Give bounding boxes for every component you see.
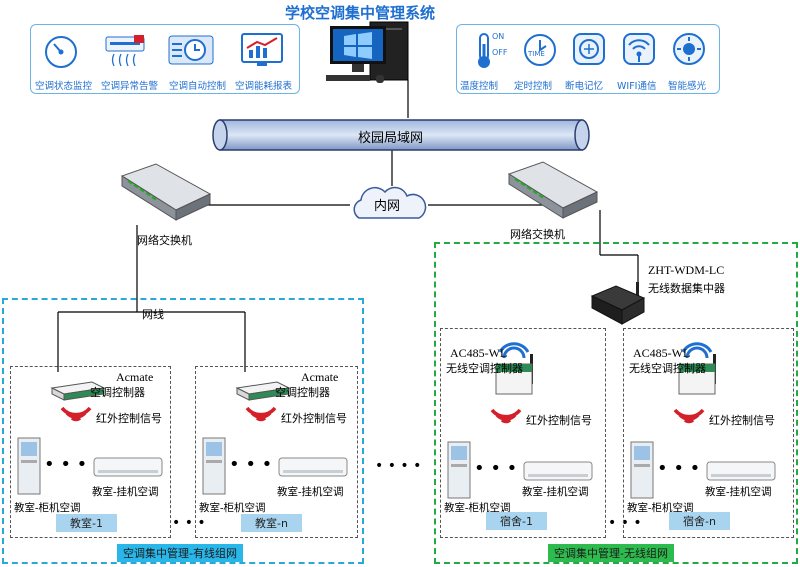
wired-room-1-controller-icon (50, 380, 106, 404)
wired-group-border (2, 298, 364, 564)
switch-left-label: 网络交换机 (137, 235, 192, 247)
left-feature-panel (30, 24, 300, 94)
feature-label-alarm: 空调异常告警 (101, 81, 159, 92)
wired-room-2-floor-ac-icon (201, 436, 229, 498)
wireless-caption: 空调集中管理-无线组网 (548, 544, 674, 562)
wired-room-2-ellipsis: • • • (229, 454, 273, 475)
feature-label-wifi: WIFI通信 (617, 81, 657, 92)
wired-room-1-box (10, 366, 171, 538)
wired-room-1-ir-label: 红外控制信号 (96, 413, 162, 425)
wired-room-2-ir-signal-icon (241, 402, 281, 436)
wireless-room-2-ir-label: 红外控制信号 (709, 415, 775, 427)
cable-label: 网线 (142, 309, 164, 321)
computer-icon (322, 20, 422, 94)
cloud-icon (345, 182, 435, 228)
wireless-room-1-ir-label: 红外控制信号 (526, 415, 592, 427)
concentrator-model: ZHT-WDM-LC (648, 263, 725, 277)
wired-room-1-ir-signal-icon (56, 402, 96, 436)
light-sensor-icon (672, 32, 706, 70)
wired-room-1-wall-ac-icon (92, 456, 164, 480)
wired-room-2-controller-name: 空调控制器 (275, 387, 330, 399)
svg-text:• • •: • • • (172, 515, 206, 531)
memory-icon (572, 32, 606, 70)
wired-room-1-controller-model: Acmate (116, 370, 154, 384)
on-text: ON (492, 32, 505, 41)
wired-room-2-wall-ac-label: 教室-挂机空调 (277, 487, 344, 498)
wired-room-2-floor-ac-label: 教室-柜机空调 (199, 503, 266, 514)
page-title: 学校空调集中管理系统 (285, 6, 436, 22)
switch-right-icon (505, 160, 601, 232)
wired-room-1-wall-ac-label: 教室-挂机空调 (92, 487, 159, 498)
gauge-icon (43, 34, 79, 74)
feature-label-light: 智能感光 (668, 81, 707, 92)
right-feature-panel (456, 24, 720, 94)
wireless-room-2-wall-ac-label: 教室-挂机空调 (705, 487, 772, 498)
wired-room-n-box (195, 366, 358, 538)
wired-room-1-floor-ac-label: 教室-柜机空调 (14, 503, 81, 514)
clock-control-icon (168, 32, 214, 72)
wireless-room-1-ir-signal-icon (486, 404, 526, 438)
time-text: TIME (528, 50, 545, 58)
svg-text:• • •: • • • (608, 515, 642, 531)
feature-label-memory: 断电记忆 (565, 81, 604, 92)
wireless-room-1-ellipsis: • • • (474, 458, 518, 479)
wireless-room-1-controller-name: 无线空调控制器 (446, 363, 523, 375)
switch-right-label: 网络交换机 (510, 229, 565, 241)
wireless-room-1-floor-ac-label: 教室-柜机空调 (444, 503, 511, 514)
feature-label-monitor: 空调状态监控 (35, 81, 93, 92)
wired-room-2-controller-model: Acmate (301, 370, 339, 384)
timer-icon (522, 30, 558, 74)
wireless-room-1-controller-model: AC485-WL (450, 346, 508, 360)
campus-lan-label: 校园局域网 (358, 130, 424, 145)
wireless-room-2-ellipsis: • • • (657, 458, 701, 479)
wireless-room-1-wall-ac-icon (522, 460, 594, 484)
wired-room-2-ir-label: 红外控制信号 (281, 413, 347, 425)
wireless-room-n-box (623, 328, 794, 538)
wireless-room-2-ir-signal-icon (669, 404, 709, 438)
wired-room-1-controller-name: 空调控制器 (90, 387, 145, 399)
wireless-room-2-controller-model: AC485-WL (633, 346, 691, 360)
wireless-room-1-name-tag: 宿舍-1 (486, 512, 547, 530)
wired-room-1-name-tag: 教室-1 (56, 514, 117, 532)
intranet-label: 内网 (374, 198, 401, 213)
concentrator-icon (588, 282, 648, 332)
wireless-group-border (434, 242, 798, 564)
wireless-room-1-controller-icon (490, 334, 538, 400)
wireless-room-2-controller-icon (673, 334, 721, 400)
wireless-room-2-floor-ac-label: 教室-柜机空调 (627, 503, 694, 514)
wifi-icon (622, 32, 656, 70)
campus-lan-pipe (212, 118, 592, 156)
feature-label-auto-control: 空调自动控制 (169, 81, 227, 92)
feature-label-temp: 温度控制 (460, 81, 499, 92)
wired-room-1-ellipsis: • • • (44, 454, 88, 475)
switch-left-icon (118, 162, 214, 234)
wired-caption: 空调集中管理-有线组网 (117, 544, 243, 562)
off-text: OFF (492, 48, 508, 57)
wireless-room-1-wall-ac-label: 教室-挂机空调 (522, 487, 589, 498)
thermometer-icon (474, 30, 516, 74)
svg-text:• • • •: • • • • (375, 458, 421, 474)
feature-label-timer: 定时控制 (514, 81, 553, 92)
wired-room-2-wall-ac-icon (277, 456, 349, 480)
chart-report-icon (241, 32, 283, 72)
wireless-room-2-wall-ac-icon (705, 460, 777, 484)
wireless-room-1-floor-ac-icon (446, 440, 474, 502)
wired-room-1-floor-ac-icon (16, 436, 44, 498)
wireless-room-2-controller-name: 无线空调控制器 (629, 363, 706, 375)
wired-room-2-name-tag: 教室-n (241, 514, 302, 532)
wireless-room-1-box (440, 328, 606, 538)
concentrator-name: 无线数据集中器 (648, 283, 725, 295)
wireless-room-2-name-tag: 宿舍-n (669, 512, 730, 530)
wireless-room-2-floor-ac-icon (629, 440, 657, 502)
wired-room-2-controller-icon (235, 380, 291, 404)
feature-label-energy-report: 空调能耗报表 (235, 81, 293, 92)
ac-alert-icon (104, 34, 148, 72)
